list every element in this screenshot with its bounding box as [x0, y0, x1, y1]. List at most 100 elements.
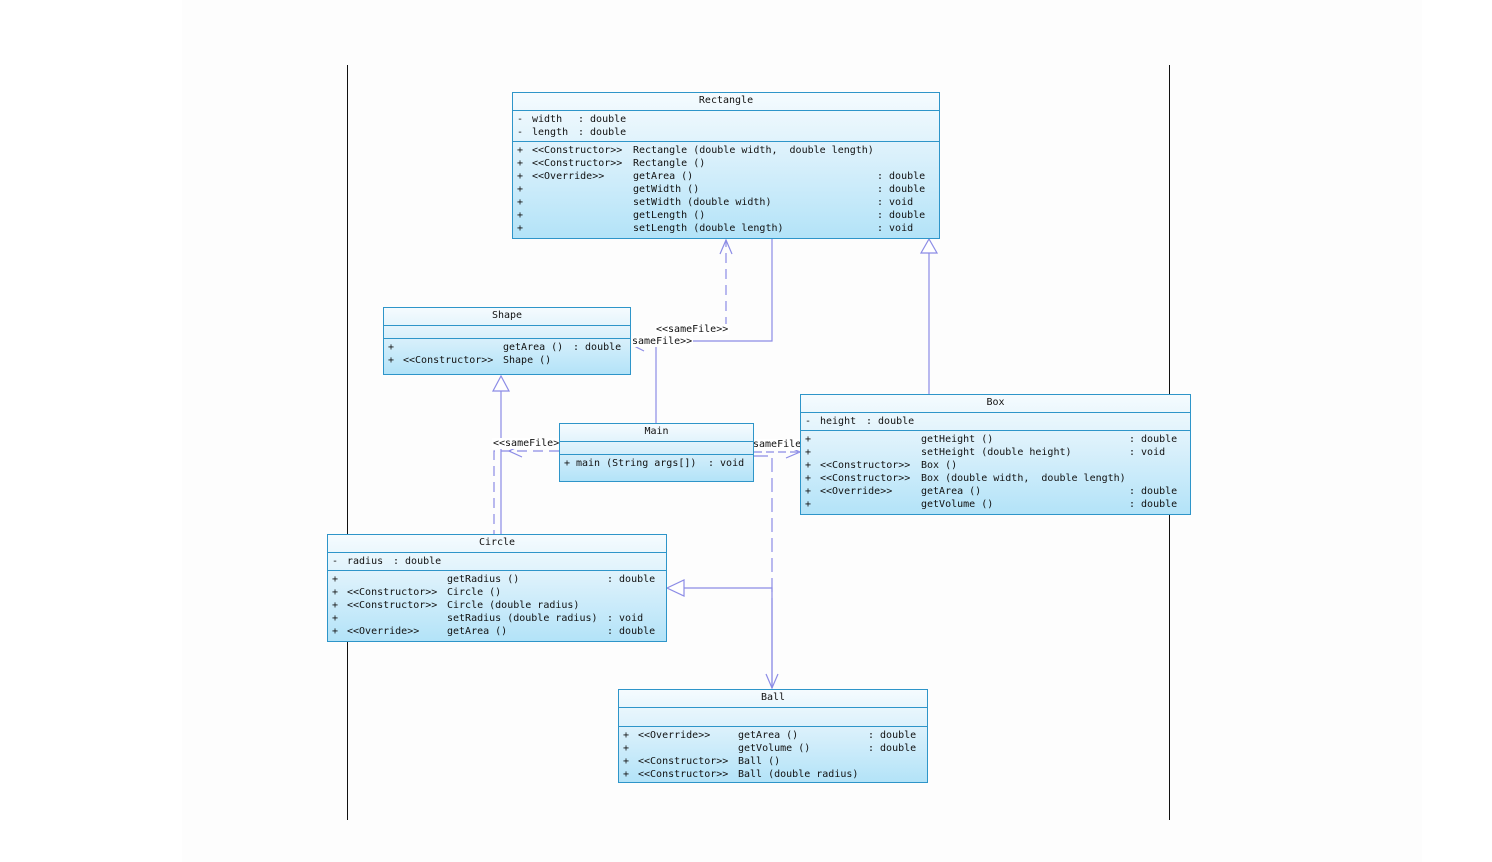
operation-signature: getVolume () [921, 499, 994, 510]
visibility: + [517, 210, 524, 221]
stereotype [532, 183, 633, 196]
return-type: : double [573, 342, 622, 353]
stereotype: <<Constructor>> [347, 600, 438, 611]
return-type: : void [1129, 447, 1166, 458]
relation-label-main-box: sameFile> [752, 439, 809, 450]
return-type: : double [877, 184, 926, 195]
stereotype [532, 222, 633, 235]
class-name: Main [560, 424, 753, 442]
attributes-section [560, 442, 753, 455]
operation-signature: Circle (double radius) [447, 600, 580, 611]
stereotype: <<Constructor>> [820, 473, 911, 484]
operation-row: + getArea () : double [388, 341, 630, 354]
operation-row: +<<Override>>getArea (): double [623, 729, 927, 742]
visibility: - [805, 416, 812, 427]
class-name: Box [801, 395, 1190, 413]
return-type: : double [1129, 434, 1178, 445]
operation-signature: getArea () [921, 486, 982, 497]
visibility: + [332, 587, 339, 598]
attributes-section: - radius : double [328, 553, 666, 571]
operation-signature: getArea () [447, 626, 508, 637]
operation-row: +<<Constructor>>Rectangle (double width,… [517, 144, 939, 157]
visibility: + [517, 184, 524, 195]
attributes-section: - height : double [801, 413, 1190, 431]
attribute-type: : double [866, 416, 915, 427]
visibility: + [623, 730, 630, 741]
class-circle[interactable]: Circle - radius : double +getRadius (): … [327, 534, 667, 642]
operation-row: + <<Constructor>> Ball (double radius) [623, 768, 927, 781]
visibility: + [332, 626, 339, 637]
visibility: + [805, 499, 812, 510]
class-name: Circle [328, 535, 666, 553]
attribute-row: - height : double [805, 415, 1190, 428]
visibility: + [805, 473, 812, 484]
class-main[interactable]: Main +main (String args[]): void [559, 423, 754, 482]
visibility: + [623, 756, 630, 767]
visibility: + [623, 769, 630, 780]
attribute-row: - width : double [517, 113, 939, 126]
return-type: : double [607, 626, 656, 637]
operation-row: +<<Constructor>>Rectangle () [517, 157, 939, 170]
visibility: + [805, 434, 812, 445]
operation-row: +setHeight (double height): void [805, 446, 1190, 459]
left-boundary-line [347, 65, 348, 820]
operations-section: +<<Override>>getArea (): double +getVolu… [619, 727, 927, 783]
visibility: - [332, 556, 339, 567]
class-box[interactable]: Box - height : double + getHeight () : dou… [800, 394, 1191, 515]
relation-label-main-shape: sameFile>> [631, 336, 694, 347]
class-name: Ball [619, 690, 927, 708]
operation-signature: getArea () [503, 342, 564, 353]
class-shape[interactable]: Shape +getArea (): double +<<Constructor… [383, 307, 631, 375]
attribute-row: - length : double [517, 126, 939, 139]
stereotype: <<Constructor>> [347, 587, 438, 598]
attribute-row: - radius : double [332, 555, 666, 568]
operation-row: + setLength (double length) : void [517, 222, 939, 235]
operation-signature: Ball (double radius) [738, 769, 859, 780]
visibility: + [517, 223, 524, 234]
stereotype: <<Constructor>> [403, 355, 494, 366]
operation-signature: Shape () [503, 355, 552, 366]
class-rectangle[interactable]: Rectangle - width : double - length : do… [512, 92, 940, 239]
visibility: + [564, 458, 571, 469]
operations-section: +main (String args[]): void [560, 455, 753, 472]
operations-section: + getArea () : double + <<Constructor>> Shap… [384, 339, 630, 369]
operation-signature: Ball () [738, 756, 781, 767]
operation-signature: getHeight () [921, 434, 994, 445]
relation-label-main-rectangle: <<sameFile>> [655, 324, 730, 335]
operation-signature: getWidth () [633, 184, 700, 195]
operation-signature: main (String args[]) [576, 458, 697, 469]
operation-row: + <<Constructor>> Circle (double radius) [332, 599, 666, 612]
return-type: : double [607, 574, 656, 585]
operation-signature: Circle () [447, 587, 502, 598]
visibility: + [517, 171, 524, 182]
return-type: : double [1129, 499, 1178, 510]
operation-row: +setWidth (double width): void [517, 196, 939, 209]
operation-signature: setLength (double length) [633, 223, 784, 234]
relation-label-main-circle: <<sameFile> [492, 438, 561, 449]
operation-signature: getArea () [633, 171, 694, 182]
stereotype: <<Override>> [638, 730, 711, 741]
return-type: : double [877, 171, 926, 182]
class-ball[interactable]: Ball +<<Override>>getArea (): double +ge… [618, 689, 928, 783]
visibility: + [332, 600, 339, 611]
operation-signature: Box () [921, 460, 958, 471]
visibility: + [805, 486, 812, 497]
stereotype: <<Constructor>> [638, 769, 729, 780]
class-name: Rectangle [513, 93, 939, 111]
operation-row: + getVolume () : double [805, 498, 1190, 511]
operation-row: + <<Override>> getArea () : double [517, 170, 939, 183]
operation-signature: setHeight (double height) [921, 447, 1072, 458]
operation-signature: Rectangle () [633, 158, 706, 169]
stereotype [820, 446, 921, 459]
operations-section: + getHeight () : double + setHeight (double… [801, 431, 1190, 513]
return-type: : void [877, 223, 914, 234]
visibility: + [388, 355, 395, 366]
visibility: + [388, 342, 395, 353]
operation-row: + getWidth () : double [517, 183, 939, 196]
operation-row: +setRadius (double radius): void [332, 612, 666, 625]
operation-signature: getVolume () [738, 743, 811, 754]
stereotype: <<Constructor>> [638, 756, 729, 767]
return-type: : double [868, 743, 917, 754]
stereotype: <<Override>> [532, 171, 605, 182]
operation-row: +<<Override>>getArea (): double [805, 485, 1190, 498]
